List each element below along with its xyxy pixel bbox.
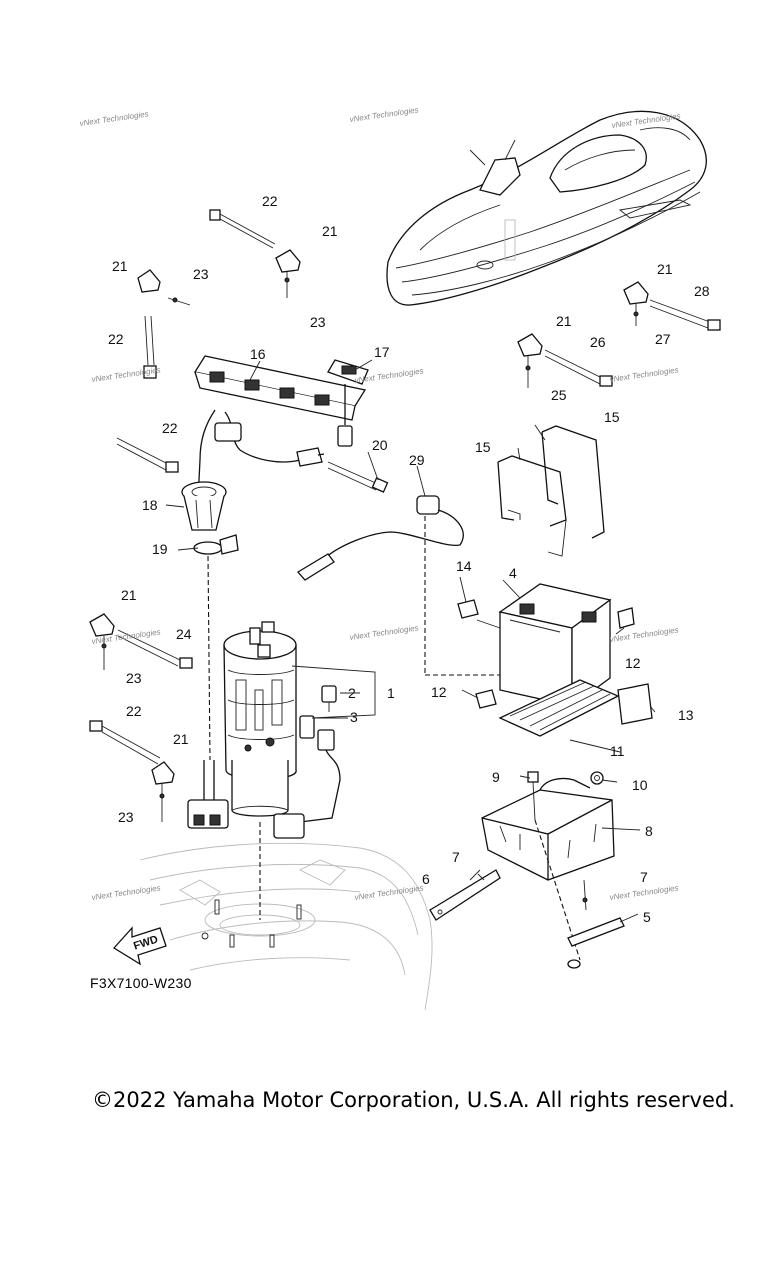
watermark: vNext Technologies (91, 883, 161, 902)
part-14-pad (457, 599, 479, 619)
leader-lines (165, 359, 656, 923)
watermark: vNext Technologies (79, 109, 149, 128)
part-2-connector (321, 685, 337, 712)
fwd-arrow-icon: FWD (112, 926, 167, 966)
callout-23d: 23 (118, 809, 134, 825)
callout-22b: 22 (108, 331, 124, 347)
callout-20: 20 (372, 437, 388, 453)
callout-3: 3 (350, 709, 358, 725)
callout-19: 19 (152, 541, 168, 557)
watermark: vNext Technologies (91, 365, 161, 384)
callout-26: 26 (590, 334, 606, 350)
callout-11: 11 (610, 743, 625, 759)
part-22-cable-tie-a (209, 209, 276, 249)
part-21-clip-a (275, 249, 301, 298)
part-21-clip-b (137, 269, 191, 306)
watermark: vNext Technologies (349, 623, 419, 642)
callout-16: 16 (250, 346, 266, 362)
part-11-battery-mat (498, 679, 620, 737)
callout-8: 8 (645, 823, 653, 839)
callout-21e: 21 (556, 313, 572, 329)
part-13-pad (617, 683, 653, 725)
watermark: vNext Technologies (609, 883, 679, 902)
harness-plug (187, 760, 229, 829)
part-8-battery-box (481, 777, 615, 881)
callout-2: 2 (348, 685, 356, 701)
part-12-pad-b (475, 689, 497, 709)
part-21-clip-d (151, 761, 175, 822)
part-22-cable-tie-b (143, 315, 157, 379)
callout-9: 9 (492, 769, 500, 785)
part-16-harness-bracket (193, 355, 367, 501)
callout-12a: 12 (625, 655, 641, 671)
part-29-sensor-cable (296, 495, 510, 676)
callout-21d: 21 (173, 731, 189, 747)
part-3-connector (273, 715, 341, 839)
part-19-clamp (193, 534, 239, 761)
callout-15b: 15 (475, 439, 491, 455)
callout-6: 6 (422, 871, 430, 887)
part-17-connector (327, 359, 369, 447)
callout-15a: 15 (604, 409, 620, 425)
part-1-fuel-pump (223, 621, 297, 920)
callout-22c: 22 (162, 420, 178, 436)
callout-18: 18 (142, 497, 158, 513)
part-6-bracket (429, 869, 501, 921)
callout-labels: 1 2 3 4 5 6 7 7 8 9 10 11 12 12 13 14 15… (108, 193, 710, 925)
watermark: vNext Technologies (349, 105, 419, 124)
callout-25: 25 (551, 387, 567, 403)
part-7-rivet-b (582, 879, 588, 911)
callout-21b: 21 (112, 258, 128, 274)
watermark: vNext Technologies (609, 365, 679, 384)
watercraft-illustration (386, 110, 707, 306)
callout-21a: 21 (322, 223, 338, 239)
part-22-cable-tie-c (116, 437, 179, 473)
part-5-bracket (567, 917, 625, 969)
callout-14: 14 (456, 558, 472, 574)
callout-22a: 22 (262, 193, 278, 209)
part-21-clip-c (89, 613, 193, 670)
callout-28: 28 (694, 283, 710, 299)
part-4-battery (498, 583, 612, 708)
part-21-clip-f (623, 281, 721, 331)
callout-23c: 23 (126, 670, 142, 686)
part-22-cable-tie-d (89, 720, 161, 765)
callout-23a: 23 (193, 266, 209, 282)
callout-21f: 21 (657, 261, 673, 277)
callout-13: 13 (678, 707, 694, 723)
callout-7b: 7 (640, 869, 648, 885)
callout-12b: 12 (431, 684, 447, 700)
part-21-clip-e (517, 333, 613, 388)
watermark: vNext Technologies (354, 883, 424, 902)
callout-17: 17 (374, 344, 390, 360)
callout-4: 4 (509, 565, 517, 581)
callout-21c: 21 (121, 587, 137, 603)
watermark: vNext Technologies (611, 111, 681, 130)
callout-23b: 23 (310, 314, 326, 330)
part-20-cable-tie (327, 461, 389, 493)
part-10-nut (590, 771, 604, 785)
callout-24: 24 (176, 626, 192, 642)
callout-7a: 7 (452, 849, 460, 865)
callout-1: 1 (387, 685, 395, 701)
diagram-code: F3X7100-W230 (90, 975, 192, 991)
copyright-notice: ©2022 Yamaha Motor Corporation, U.S.A. A… (92, 1088, 735, 1112)
callout-22d: 22 (126, 703, 142, 719)
callout-29: 29 (409, 452, 425, 468)
part-18-grommet (181, 481, 227, 531)
callout-10: 10 (632, 777, 648, 793)
callout-5: 5 (643, 909, 651, 925)
part-7-rivet-a (469, 869, 485, 881)
callout-27: 27 (655, 331, 671, 347)
part-15-battery-straps (497, 425, 605, 557)
part-12-pad-a (617, 607, 635, 629)
